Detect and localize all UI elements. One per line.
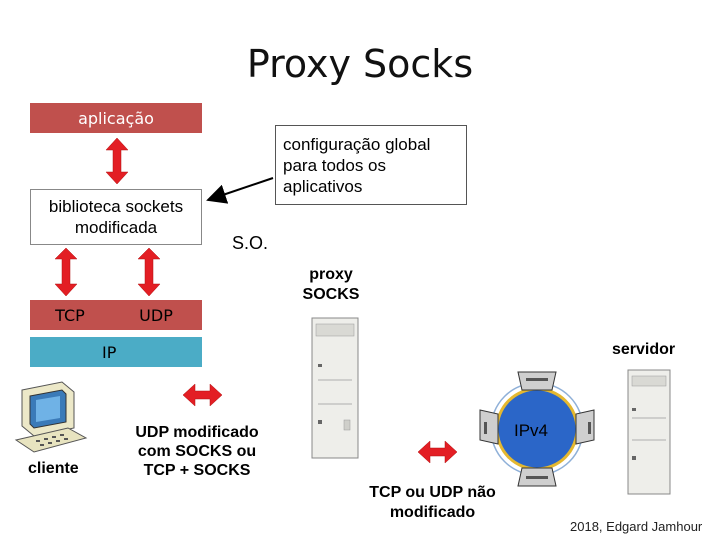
page-title: Proxy Socks bbox=[246, 42, 474, 86]
client-label: cliente bbox=[28, 460, 79, 477]
server-label: servidor bbox=[612, 341, 676, 358]
client-computer-icon bbox=[14, 381, 88, 453]
config-pointer-arrow bbox=[206, 177, 274, 204]
application-layer: aplicação bbox=[30, 103, 202, 133]
udp-modified-label: UDP modificado com SOCKS ou TCP + SOCKS bbox=[135, 424, 259, 479]
unmodified-traffic-label: TCP ou UDP não modificado bbox=[369, 484, 496, 521]
os-label: S.O. bbox=[232, 233, 269, 253]
proxy-server-icon bbox=[311, 317, 359, 459]
ip-layer: IP bbox=[30, 337, 202, 367]
proxy-socks-label: proxy SOCKS bbox=[302, 266, 360, 303]
tcp-layer: TCP bbox=[30, 300, 110, 330]
arrow-lib-tcp bbox=[54, 247, 78, 297]
sockets-library-layer: biblioteca sockets modificada bbox=[30, 189, 202, 245]
udp-layer: UDP bbox=[110, 300, 202, 330]
arrow-client-proxy bbox=[182, 383, 223, 407]
ipv4-network-label: IPv4 bbox=[514, 421, 549, 440]
global-config-note: configuração global para todos os aplica… bbox=[275, 125, 467, 205]
remote-server-icon bbox=[627, 369, 671, 495]
footer-credit: 2018, Edgard Jamhour bbox=[570, 519, 703, 534]
arrow-lib-udp bbox=[137, 247, 161, 297]
arrow-proxy-network bbox=[417, 440, 458, 464]
arrow-app-lib bbox=[105, 137, 129, 185]
ipv4-network-icon bbox=[479, 371, 595, 487]
